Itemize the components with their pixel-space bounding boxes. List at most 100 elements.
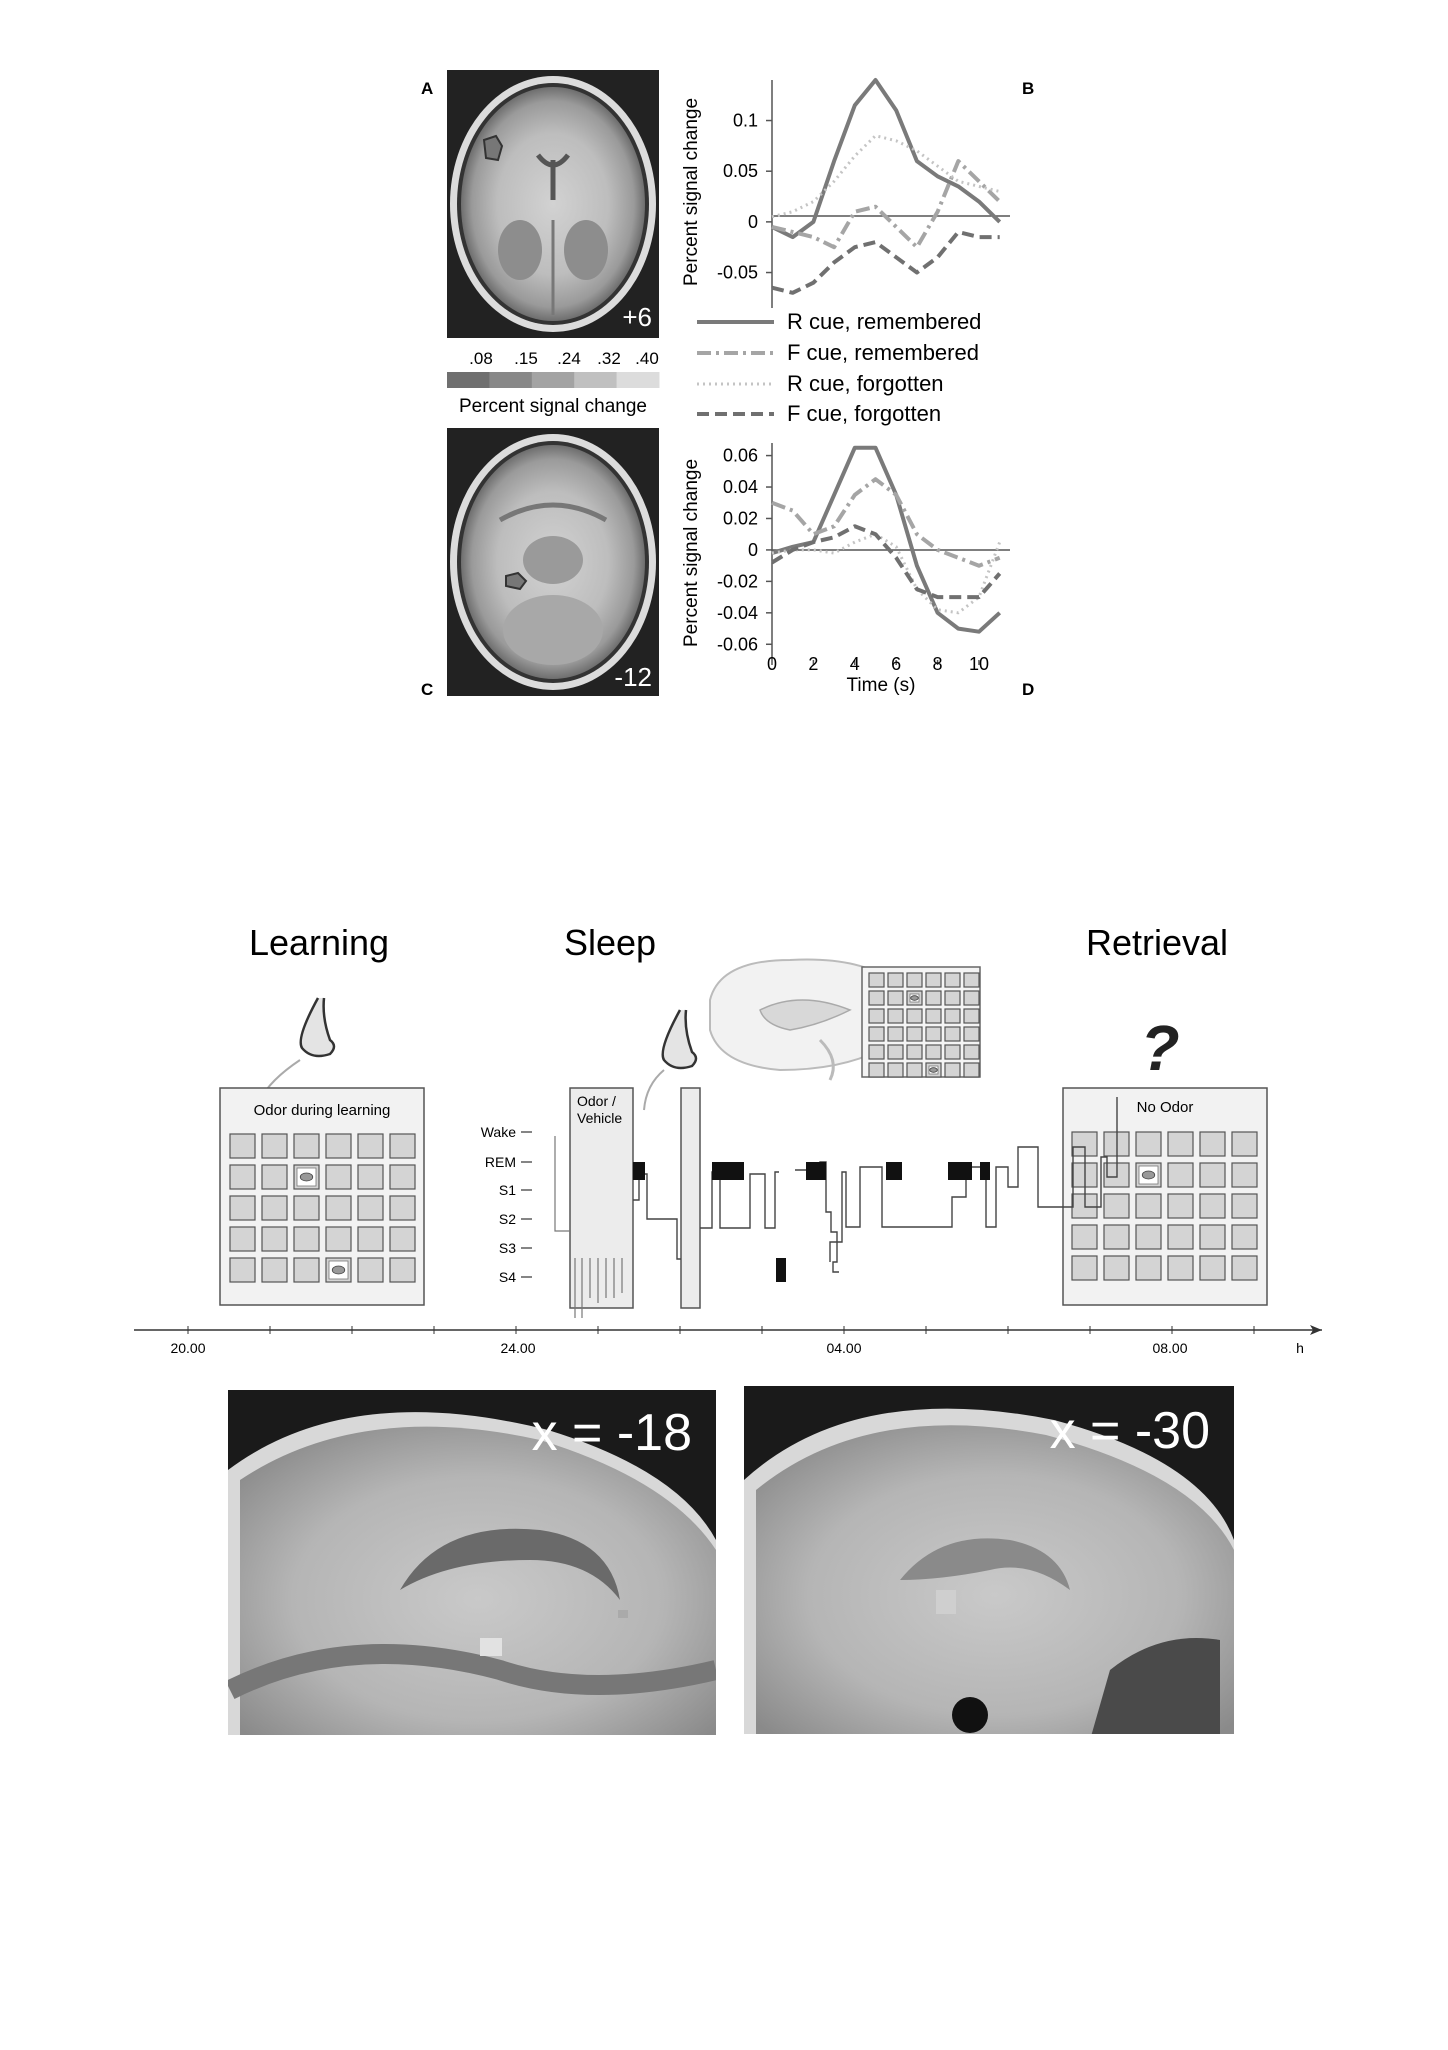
- sleep-stage-label: S4: [499, 1269, 516, 1285]
- sleep-stage-label: REM: [485, 1154, 516, 1170]
- card: [944, 990, 961, 1006]
- x-tick-label: 6: [891, 654, 901, 674]
- chart-d-ylabel: Percent signal change: [681, 459, 702, 647]
- sleep-stage-label: S2: [499, 1211, 516, 1227]
- object-icon: [299, 1172, 314, 1182]
- card: [1135, 1224, 1162, 1250]
- activation-region: [480, 1638, 502, 1656]
- timeline-tick: 20.00: [170, 1340, 205, 1356]
- card: [1167, 1224, 1194, 1250]
- series-line: [770, 524, 1002, 600]
- card: [1103, 1193, 1130, 1219]
- legend-label: F cue, forgotten: [787, 401, 941, 426]
- y-tick-label: 0.1: [733, 111, 758, 131]
- card: [906, 1044, 923, 1060]
- card: [293, 1195, 320, 1221]
- x-tick-label: 8: [933, 654, 943, 674]
- card: [887, 972, 904, 988]
- x-tick-label: 10: [969, 654, 989, 674]
- card: [357, 1195, 384, 1221]
- card: [963, 990, 980, 1006]
- y-tick-label: 0.04: [723, 477, 758, 497]
- card: [1231, 1224, 1258, 1250]
- phase-learning: Learning: [249, 922, 389, 963]
- legend-label: F cue, remembered: [787, 340, 979, 365]
- card: [325, 1133, 352, 1159]
- legend-label: R cue, forgotten: [787, 371, 944, 396]
- card: [1167, 1131, 1194, 1157]
- y-tick-label: 0.02: [723, 508, 758, 528]
- chart-d-xlabel: Time (s): [847, 675, 916, 696]
- card: [229, 1133, 256, 1159]
- card: [261, 1226, 288, 1252]
- card: [1135, 1131, 1162, 1157]
- card: [1135, 1193, 1162, 1219]
- chart-b: Percent signal change 0.10.050-0.05: [681, 78, 1010, 308]
- object-icon: [910, 995, 919, 1001]
- legend-item-f-forgotten: F cue, forgotten: [697, 401, 941, 426]
- card: [887, 990, 904, 1006]
- panel-label-a: A: [421, 79, 433, 98]
- card: [868, 1008, 885, 1024]
- x-tick-label: 4: [850, 654, 860, 674]
- card: [868, 972, 885, 988]
- object-icon: [1141, 1170, 1156, 1180]
- odor-period-2: [680, 1087, 701, 1309]
- y-tick-label: 0: [748, 540, 758, 560]
- card: [389, 1133, 416, 1159]
- card: [1199, 1131, 1226, 1157]
- card: [906, 972, 923, 988]
- card: [261, 1257, 288, 1283]
- card: [925, 1026, 942, 1042]
- colorbar-tick: .08: [469, 349, 493, 368]
- colorbar-label: Percent signal change: [459, 396, 647, 417]
- mri-left-label: x = -18: [532, 1404, 692, 1462]
- card: [925, 972, 942, 988]
- slice-label-c: -12: [614, 662, 652, 692]
- colorbar-swatch: [574, 372, 618, 388]
- colorbar-tick: .40: [635, 349, 659, 368]
- card: [1231, 1131, 1258, 1157]
- card: [1071, 1224, 1098, 1250]
- card: [925, 990, 942, 1006]
- mri-right-label: x = -30: [1050, 1402, 1210, 1460]
- timeline-tick: 04.00: [826, 1340, 861, 1356]
- card: [325, 1164, 352, 1190]
- card: [357, 1226, 384, 1252]
- phase-sleep: Sleep: [564, 922, 656, 963]
- colorbar: .08 .15 .24 .32 .40 Percent signal chang…: [447, 349, 660, 417]
- card: [1135, 1255, 1162, 1281]
- timeline-tick: 24.00: [500, 1340, 535, 1356]
- card: [229, 1257, 256, 1283]
- y-tick-label: -0.05: [717, 263, 758, 283]
- activation-region: [936, 1590, 956, 1614]
- card: [357, 1133, 384, 1159]
- bottom-figure: Learning Sleep Retrieval ? Odor during l…: [134, 922, 1322, 1735]
- series-line: [771, 134, 1001, 219]
- colorbar-swatch: [531, 372, 575, 388]
- card: [963, 1044, 980, 1060]
- card: [389, 1195, 416, 1221]
- odor-label-line1: Odor /: [577, 1093, 616, 1109]
- card: [261, 1195, 288, 1221]
- card: [887, 1044, 904, 1060]
- card: [944, 972, 961, 988]
- card: [925, 1008, 942, 1024]
- card: [261, 1133, 288, 1159]
- card: [906, 1026, 923, 1042]
- card: [868, 990, 885, 1006]
- card: [963, 1026, 980, 1042]
- y-tick-label: 0: [748, 212, 758, 232]
- y-tick-label: -0.04: [717, 603, 758, 623]
- object-icon: [929, 1067, 938, 1073]
- card: [1199, 1193, 1226, 1219]
- card: [963, 1008, 980, 1024]
- odor-label-line2: Vehicle: [577, 1110, 622, 1126]
- card: [357, 1164, 384, 1190]
- card: [1231, 1193, 1258, 1219]
- phase-retrieval: Retrieval: [1086, 922, 1228, 963]
- card: [293, 1257, 320, 1283]
- sagittal-mri-right: x = -30: [744, 1386, 1234, 1734]
- card: [229, 1164, 256, 1190]
